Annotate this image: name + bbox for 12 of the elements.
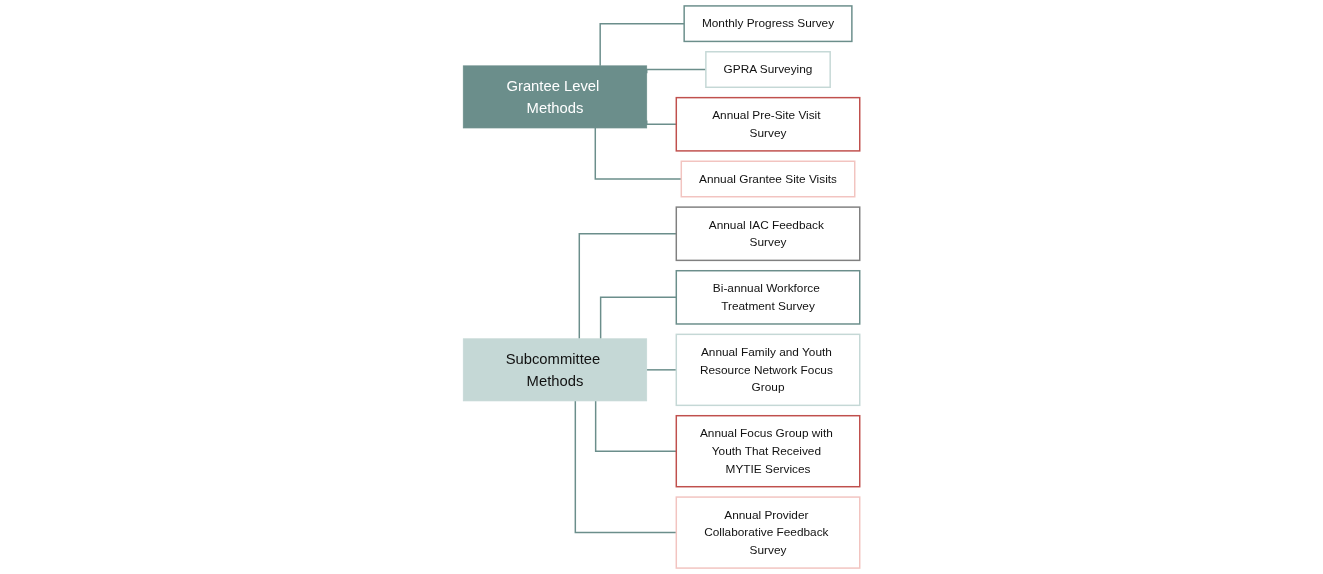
node-box: Annual Focus Group with Youth That Received MYTIE Services [675, 414, 861, 488]
node-box: Annual Provider Collaborative Feedback Survey [675, 496, 861, 569]
node-box: Subcommittee Methods [462, 338, 648, 402]
node-box: Annual Family and Youth Resource Network Focus Group [675, 333, 861, 407]
node-box: GPRA Surveying [705, 51, 831, 88]
connector [599, 22, 685, 67]
node-box: Annual IAC Feedback Survey [675, 206, 861, 262]
node-box: Monthly Progress Survey [683, 5, 853, 43]
node-box: Annual Grantee Site Visits [680, 160, 856, 198]
node-box: Annual Pre-Site Visit Survey [675, 96, 861, 152]
node-box: Bi-annual Workforce Treatment Survey [675, 270, 861, 325]
node-box: Grantee Level Methods [462, 65, 648, 129]
